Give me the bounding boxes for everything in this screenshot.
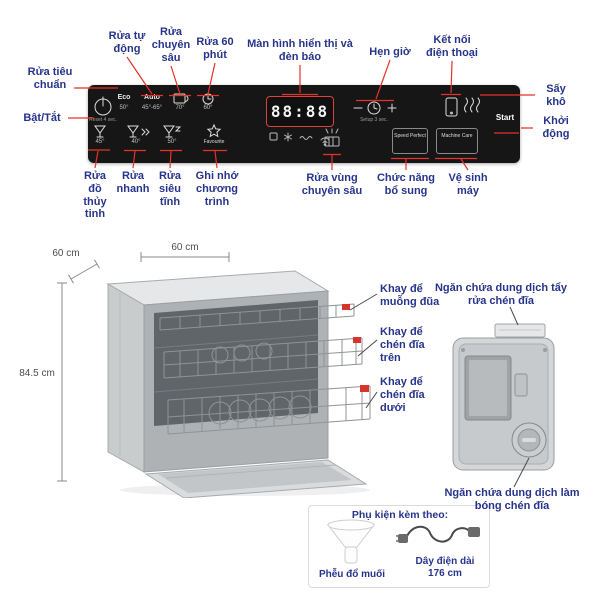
control-panel: Reset 4 sec. Eco 50° Auto 45°-65° 70° 60…	[88, 85, 520, 163]
steam-icon	[464, 97, 480, 113]
reset-text: Reset 4 sec.	[89, 117, 117, 123]
label-lower-rack: Khay để chén đĩa dưới	[380, 376, 425, 414]
setup-text: Setup 3 sec.	[360, 117, 388, 123]
label-timer: Hẹn giờ	[369, 46, 411, 58]
program-silent-temp: 50°	[167, 139, 177, 145]
program-eco-temp: 50°	[119, 105, 129, 111]
dishwasher-body	[106, 270, 330, 473]
lower-rack	[167, 385, 371, 435]
label-silent-wash: Rửa siêu tĩnh	[158, 170, 182, 208]
quick-wash-icon	[127, 125, 150, 138]
program-auto-temp: 45°-65°	[141, 105, 163, 111]
dimension-width-label: 60 cm	[171, 242, 199, 253]
label-power: Bật/Tắt	[23, 112, 61, 124]
dimension-line-height	[57, 282, 67, 482]
label-program-memory: Ghi nhớ chương trình	[195, 170, 239, 208]
power-cord-icon	[396, 525, 480, 543]
label-quick-wash: Rửa nhanh	[116, 170, 150, 195]
label-machine-clean: Vệ sinh máy	[448, 172, 488, 197]
panel-icons	[94, 93, 480, 147]
program-glass-temp: 45°	[95, 139, 105, 145]
speed-perfect-button: Speed Perfect	[392, 128, 428, 154]
timer-clock-icon	[367, 101, 381, 115]
label-detergent: Ngăn chứa dung dịch tẩy rửa chén đĩa	[434, 282, 568, 307]
funnel-icon	[326, 519, 376, 564]
silent-wash-icon	[163, 125, 182, 138]
upper-rack	[163, 337, 363, 379]
power-icon	[94, 96, 112, 116]
program-quick-temp: 40°	[131, 139, 141, 145]
cutlery-tray	[159, 303, 355, 331]
label-glass-wash: Rửa đồ thủy tinh	[83, 170, 107, 221]
dispenser-latch	[514, 373, 528, 397]
program-auto-label: Auto	[144, 94, 160, 101]
label-standard-wash: Rửa tiêu chuẩn	[27, 66, 73, 91]
label-upper-rack: Khay để chén đĩa trên	[380, 326, 425, 364]
timer-plus-icon	[387, 103, 397, 113]
label-wash-60: Rửa 60 phút	[196, 36, 234, 61]
label-phone: Kết nối điện thoại	[426, 34, 478, 59]
label-auto-wash: Rửa tự động	[108, 30, 146, 55]
dimension-depth-label: 60 cm	[52, 248, 80, 259]
display-digits: 88:88	[270, 102, 330, 121]
funnel-label: Phễu đổ muối	[318, 569, 386, 580]
label-intensive-wash: Rửa chuyên sâu	[151, 26, 191, 64]
phone-icon	[445, 97, 458, 117]
label-extra-function: Chức năng bổ sung	[376, 172, 436, 197]
machine-care-button: Machine Care	[436, 128, 478, 154]
accessories-box	[308, 505, 490, 588]
label-cutlery-tray: Khay để muỗng đũa	[380, 283, 440, 308]
digital-display: 88:88	[266, 96, 334, 127]
dispenser-illustration	[452, 323, 555, 471]
program-eco-label: Eco	[117, 94, 131, 101]
machine-care-label: Machine Care	[441, 133, 473, 139]
clock-icon	[202, 93, 214, 105]
cord-label: Dây điện dài 176 cm	[415, 556, 475, 579]
label-display: Màn hình hiển thị và đèn báo	[247, 38, 353, 63]
speed-perfect-label: Speed Perfect	[394, 133, 426, 139]
program-clock-temp: 60°	[203, 105, 213, 111]
zone-wash-icon	[324, 128, 340, 147]
indicator-icons	[269, 132, 330, 146]
dishwasher-illustration	[106, 270, 371, 498]
label-zone-wash: Rửa vùng chuyên sâu	[301, 172, 363, 197]
program-cup-temp: 70°	[175, 105, 185, 111]
label-start: Khởi động	[542, 115, 570, 140]
start-label: Start	[495, 113, 515, 122]
dishwasher-door-open	[144, 459, 368, 498]
cup-icon	[173, 93, 189, 104]
label-dry: Sấy khô	[546, 83, 566, 108]
accessories-title: Phụ kiện kèm theo:	[351, 509, 449, 521]
favourite-star-icon	[206, 123, 222, 138]
wine-glass-icon	[94, 125, 106, 138]
favourite-label: Favourite	[203, 139, 225, 145]
dimension-height-label: 84.5 cm	[19, 368, 55, 379]
label-rinse-aid: Ngăn chứa dung dịch làm bóng chén đĩa	[444, 487, 580, 512]
